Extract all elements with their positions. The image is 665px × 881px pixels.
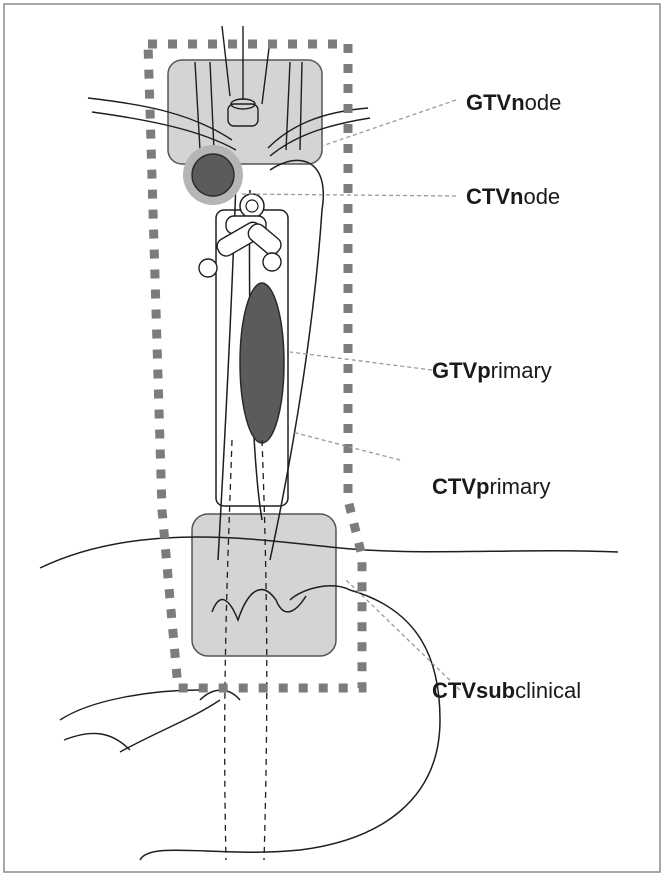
bronchial-nodes: [199, 216, 284, 277]
label-ctv-primary: CTVprimary: [432, 476, 551, 498]
label-gtv-primary: GTVprimary: [432, 360, 552, 382]
celiac-vessels: [60, 690, 220, 752]
node-ring: [240, 194, 264, 218]
neck-region: [168, 60, 322, 164]
label-gtv-node: GTVnode: [466, 92, 561, 114]
gtv-node: [192, 154, 234, 196]
gtv-primary: [240, 283, 284, 443]
gastroesophageal-region: [192, 514, 336, 656]
leader-ctv-node: [240, 194, 456, 196]
label-ctv-node: CTVnode: [466, 186, 560, 208]
leader-gtv-primary: [290, 352, 432, 370]
label-ctv-subclinical: CTVsubclinical: [432, 680, 581, 702]
leader-ctv-subclinical: [344, 578, 460, 690]
figure-frame: [4, 4, 660, 872]
